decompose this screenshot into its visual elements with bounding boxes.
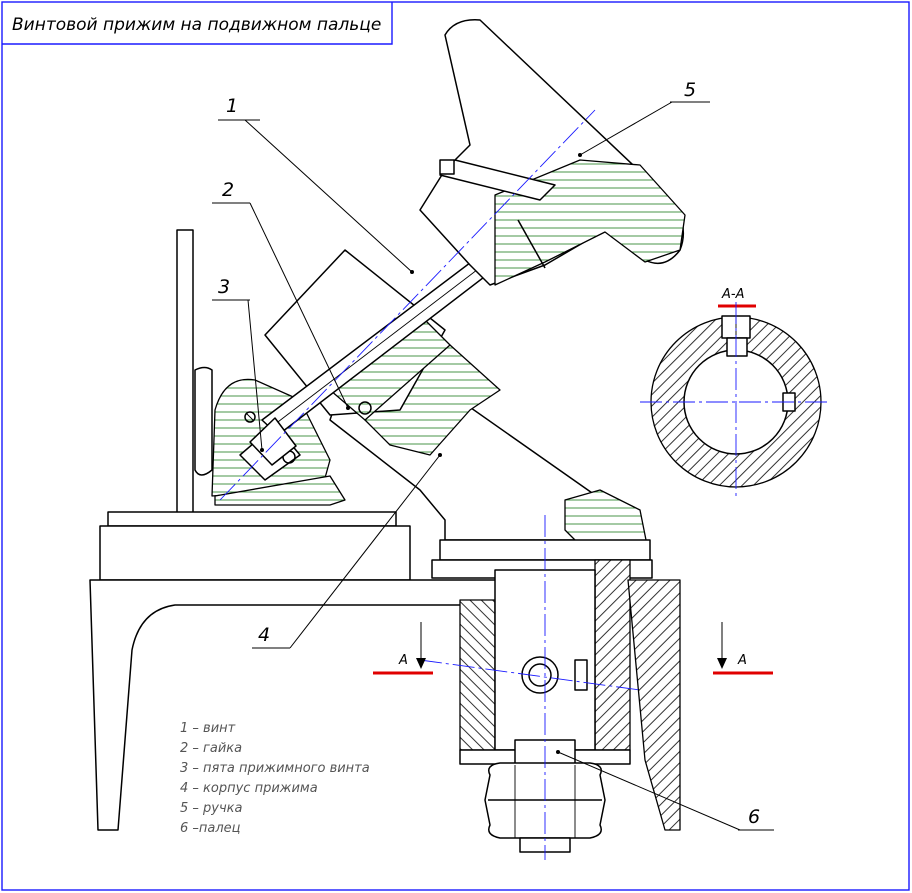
callout-2: 2 — [212, 179, 350, 410]
title-block: Винтовой прижим на подвижном пальце — [2, 2, 393, 45]
cutting-plane-right: A — [713, 622, 773, 675]
legend-item: 4 – корпус прижима — [180, 781, 318, 796]
svg-text:4: 4 — [258, 624, 270, 646]
svg-text:5: 5 — [684, 79, 696, 101]
cut-mark-right: A — [737, 653, 747, 668]
callout-3: 3 — [212, 276, 264, 452]
svg-text:3: 3 — [218, 276, 230, 298]
legend-item: 1 – винт — [180, 721, 236, 736]
cut-mark-left: A — [398, 653, 408, 668]
l-bracket — [89, 579, 501, 831]
legend-item: 3 – пята прижимного винта — [180, 761, 370, 776]
callout-6: 6 — [556, 750, 774, 831]
base-block — [99, 511, 411, 581]
callout-5: 5 — [578, 79, 710, 157]
legend-item: 5 – ручка — [180, 801, 243, 816]
legend-item: 6 –палец — [180, 821, 241, 836]
legend-item: 2 – гайка — [180, 741, 242, 756]
clamp-handle — [419, 19, 686, 286]
section-a-a: A-A — [640, 287, 830, 498]
drawing-title: Винтовой прижим на подвижном пальце — [12, 15, 381, 35]
center-lines — [219, 109, 641, 860]
svg-text:2: 2 — [222, 179, 234, 201]
cutting-plane-left: A — [373, 622, 433, 675]
svg-text:6: 6 — [748, 806, 760, 828]
vertical-plate — [176, 229, 194, 516]
clamp-nut — [264, 249, 451, 421]
parts-legend: 1 – винт 2 – гайка 3 – пята прижимного в… — [180, 721, 370, 836]
callout-4: 4 — [252, 453, 442, 649]
callout-1: 1 — [218, 95, 414, 274]
section-title: A-A — [721, 287, 744, 302]
svg-text:1: 1 — [226, 95, 238, 117]
